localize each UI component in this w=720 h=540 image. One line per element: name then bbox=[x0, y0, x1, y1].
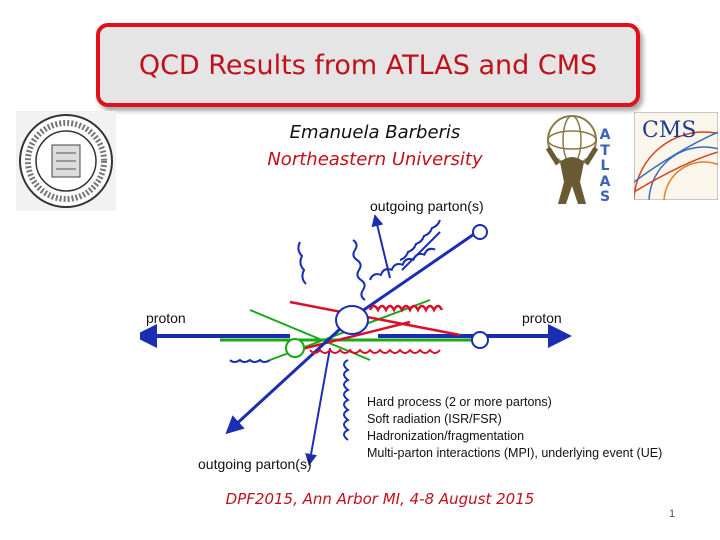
atlas-figure-icon bbox=[545, 115, 599, 204]
gluon-blue-lower bbox=[343, 359, 350, 441]
title-box: QCD Results from ATLAS and CMS bbox=[96, 23, 640, 107]
red-line-2 bbox=[289, 320, 411, 354]
mpi-vertex bbox=[285, 338, 305, 358]
label-proton-right: proton bbox=[522, 310, 562, 326]
cms-logo-text: CMS bbox=[642, 118, 697, 143]
legend-item: Soft radiation (ISR/FSR) bbox=[367, 412, 502, 426]
atlas-letters: A T L A S bbox=[596, 127, 614, 206]
gluon-blue-upper-right bbox=[399, 219, 441, 261]
atlas-letter: A bbox=[599, 173, 611, 190]
atlas-logo bbox=[536, 112, 616, 210]
slide-title: QCD Results from ATLAS and CMS bbox=[138, 49, 598, 81]
label-outgoing-top: outgoing parton(s) bbox=[370, 198, 484, 214]
atlas-letter: L bbox=[600, 158, 610, 174]
seal-icon bbox=[16, 111, 116, 211]
atlas-letter: A bbox=[599, 127, 611, 143]
label-outgoing-bottom: outgoing parton(s) bbox=[198, 456, 312, 472]
hadron-blob-top bbox=[472, 224, 488, 240]
legend-item: Hard process (2 or more partons) bbox=[367, 395, 552, 409]
parton-diagram-graphic bbox=[133, 214, 572, 466]
label-proton-left: proton bbox=[146, 310, 186, 326]
gluon-blue-topleft bbox=[297, 241, 307, 285]
jet-line-top-2 bbox=[401, 231, 441, 271]
page-number: 1 bbox=[668, 508, 676, 520]
hard-process-vertex bbox=[335, 305, 369, 335]
gluon-blue-mid bbox=[369, 247, 436, 281]
gluon-blue-left bbox=[229, 358, 271, 363]
legend-item: Multi-parton interactions (MPI), underly… bbox=[367, 446, 663, 460]
author-name: Emanuela Barberis bbox=[289, 122, 461, 143]
jet-line-bottom bbox=[305, 347, 331, 466]
northeastern-seal-logo bbox=[16, 111, 116, 211]
cms-emblem-icon bbox=[634, 112, 718, 200]
hadron-blob-right bbox=[471, 331, 489, 349]
author-affiliation: Northeastern University bbox=[267, 149, 483, 170]
atlas-letter: T bbox=[600, 142, 610, 159]
gluon-red-right bbox=[368, 304, 444, 313]
parton-diagram: outgoing parton(s) proton proton outgoin… bbox=[133, 190, 580, 480]
legend-item: Hadronization/fragmentation bbox=[367, 429, 525, 443]
gluon-red-lower bbox=[309, 348, 441, 354]
gluon-blue-upper bbox=[352, 239, 366, 301]
diagram-legend: Hard process (2 or more partons) Soft ra… bbox=[367, 394, 662, 462]
red-line-1 bbox=[289, 300, 461, 337]
cms-logo: CMS bbox=[634, 112, 718, 200]
atlas-letter: S bbox=[599, 189, 611, 205]
conference-footer: DPF2015, Ann Arbor MI, 4-8 August 2015 bbox=[225, 490, 535, 508]
outgoing-parton-top bbox=[351, 228, 481, 320]
outgoing-parton-bottom bbox=[225, 316, 354, 435]
green-line-3 bbox=[249, 309, 371, 361]
